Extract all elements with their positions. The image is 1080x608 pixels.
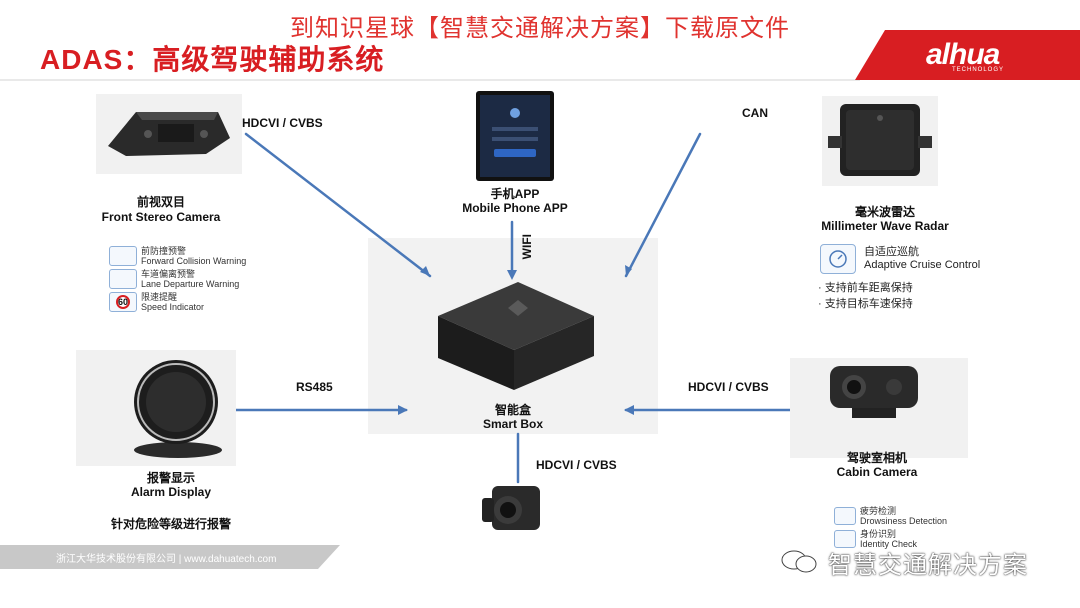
feature-label-en: Drowsiness Detection — [860, 516, 948, 526]
radar-label-cn: 毫米波雷达 — [854, 205, 915, 219]
cabin-camera-label-cn: 驾驶室相机 — [846, 451, 907, 465]
mobile-phone-image — [476, 91, 554, 181]
cabin-connection-label: HDCVI / CVBS — [688, 380, 769, 394]
bottom-camera-image — [482, 486, 540, 530]
radar-image — [822, 96, 938, 186]
lane-icon — [109, 269, 137, 289]
footer-text: 浙江大华技术股份有限公司 | www.dahuatech.com — [56, 554, 277, 565]
top-watermark: 到知识星球【智慧交通解决方案】下载原文件 — [290, 14, 790, 42]
cabin-camera-label-en: Cabin Camera — [836, 465, 918, 479]
alarm-display-label-en: Alarm Display — [130, 485, 212, 499]
stereo-camera-label-cn: 前视双目 — [136, 195, 185, 209]
feature-label-cn: 身份识别 — [860, 529, 897, 539]
wechat-icon — [780, 548, 820, 574]
feature-label-cn: 车道偏离预警 — [141, 269, 196, 279]
feature-label-en: Identity Check — [860, 539, 918, 549]
brand-banner — [855, 30, 1080, 80]
cabin-camera-image — [790, 358, 968, 458]
stereo-camera-label-en: Front Stereo Camera — [101, 210, 221, 224]
radar-label-en: Millimeter Wave Radar — [821, 219, 949, 233]
cruise-label-en: Adaptive Cruise Control — [864, 259, 981, 271]
speed-60-icon: 60 — [109, 292, 137, 312]
front-stereo-camera-image — [96, 94, 242, 174]
smart-box-image — [438, 282, 594, 390]
feature-adaptive-cruise: 自适应巡航 Adaptive Cruise Control — [820, 244, 980, 274]
cruise-label-cn: 自适应巡航 — [864, 246, 919, 258]
radar-bullet: · 支持前车距离保持 — [818, 282, 913, 294]
mobile-app-label-en: Mobile Phone APP — [462, 201, 568, 215]
cruise-icon — [820, 244, 856, 274]
smart-box-label-cn: 智能盒 — [494, 403, 531, 417]
drowsiness-icon — [834, 507, 856, 525]
footer-bar — [0, 545, 340, 569]
rs485-connection-label: RS485 — [296, 380, 333, 394]
alarm-display-label-cn: 报警显示 — [146, 471, 195, 485]
bottom-connection-label: HDCVI / CVBS — [536, 458, 617, 472]
feature-label-cn: 前防撞预警 — [141, 246, 187, 256]
radar-bullet: · 支持目标车速保持 — [818, 298, 913, 310]
feature-label-en: Lane Departure Warning — [141, 279, 240, 289]
feature-label-en: Forward Collision Warning — [141, 256, 247, 266]
wifi-connection-label: WIFI — [520, 234, 534, 260]
feature-label-cn: 疲劳检测 — [860, 506, 897, 516]
radar-bullets: · 支持前车距离保持 · 支持目标车速保持 — [818, 280, 913, 312]
brand-logo: alhua — [926, 38, 1000, 71]
page-title: ADAS：高级驾驶辅助系统 — [40, 44, 385, 75]
alarm-display-note: 针对危险等级进行报警 — [110, 517, 231, 531]
stereo-connection-label: HDCVI / CVBS — [242, 116, 323, 130]
feature-label-cn: 限速提醒 — [141, 292, 178, 302]
brand-sub: TECHNOLOGY — [952, 67, 1005, 73]
title-divider — [0, 79, 860, 81]
smart-box-label-en: Smart Box — [482, 417, 544, 431]
wechat-watermark: 智慧交通解决方案 — [828, 552, 1028, 579]
identity-icon — [834, 530, 856, 548]
feature-label-en: Speed Indicator — [141, 302, 205, 312]
mobile-app-label-cn: 手机APP — [490, 187, 540, 201]
can-connection-label: CAN — [742, 106, 768, 120]
collision-icon — [109, 246, 137, 266]
alarm-display-image — [76, 350, 236, 466]
speed-badge: 60 — [116, 295, 130, 309]
